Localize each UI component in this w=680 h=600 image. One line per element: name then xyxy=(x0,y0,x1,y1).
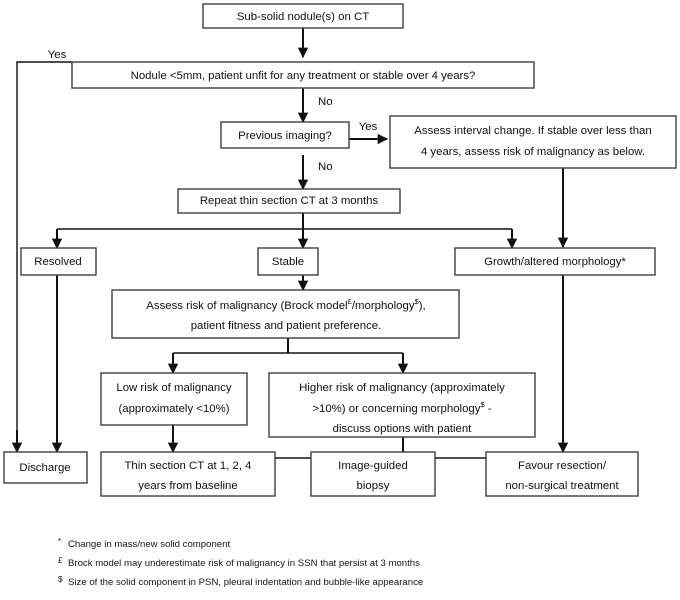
edge-label-no-prev: No xyxy=(318,161,333,173)
footnote-mark-asterisk: * xyxy=(58,537,61,546)
node-label-resect-line2: non-surgical treatment xyxy=(505,480,619,492)
node-label-thinct-line1: Thin section CT at 1, 2, 4 xyxy=(124,460,251,472)
node-label-start: Sub-solid nodule(s) on CT xyxy=(237,11,369,23)
assess-risk-sup-pound: £ xyxy=(348,297,353,306)
node-label-assess-risk-line2: patient fitness and patient preference. xyxy=(191,320,382,332)
footnotes: * Change in mass/new solid component £ B… xyxy=(58,537,423,588)
node-label-assess-interval-line2: 4 years, assess risk of malignancy as be… xyxy=(421,146,645,158)
node-assess-risk-malignancy: Assess risk of malignancy (Brock model£/… xyxy=(111,289,460,339)
node-image-guided-biopsy: Image-guided biopsy xyxy=(310,451,436,497)
node-label-highrisk-line2: >10%) or concerning morphology$ - xyxy=(312,400,492,416)
footnote-mark-dollar: $ xyxy=(58,575,63,584)
node-favour-resection: Favour resection/ non-surgical treatment xyxy=(485,451,639,497)
node-low-risk-malignancy: Low risk of malignancy (approximately <1… xyxy=(100,372,248,426)
footnote-text-dollar: Size of the solid component in PSN, pleu… xyxy=(68,577,423,588)
node-label-highrisk-line1: Higher risk of malignancy (approximately xyxy=(299,382,505,394)
node-label-assess-risk-line1: Assess risk of malignancy (Brock model£/… xyxy=(146,297,425,313)
node-label-lowrisk-line1: Low risk of malignancy xyxy=(116,382,232,394)
footnote-text-asterisk: Change in mass/new solid component xyxy=(68,539,230,550)
node-label-stable: Stable xyxy=(272,256,304,268)
assess-risk-part2: /morphology xyxy=(352,300,415,312)
node-label-thinct-line2: years from baseline xyxy=(138,480,237,492)
assess-risk-part1: Assess risk of malignancy (Brock model xyxy=(146,300,347,312)
node-label-repeat-ct: Repeat thin section CT at 3 months xyxy=(200,195,379,207)
node-label-previous-imaging: Previous imaging? xyxy=(238,130,332,142)
node-thin-section-ct-1-2-4-years: Thin section CT at 1, 2, 4 years from ba… xyxy=(100,451,276,497)
node-label-biopsy-line1: Image-guided xyxy=(338,460,408,472)
node-assess-interval-change: Assess interval change. If stable over l… xyxy=(389,115,677,169)
node-label-unfit: Nodule <5mm, patient unfit for any treat… xyxy=(131,70,476,82)
node-growth-altered-morphology: Growth/altered morphology* xyxy=(454,247,656,276)
node-sub-solid-nodule: Sub-solid nodule(s) on CT xyxy=(202,3,404,29)
highrisk-part1: >10%) or concerning morphology xyxy=(312,403,480,415)
node-nodule-unfit-decision: Nodule <5mm, patient unfit for any treat… xyxy=(71,61,535,89)
edge-label-yes-prev: Yes xyxy=(359,121,378,133)
edge-label-yes-left: Yes xyxy=(48,49,67,61)
node-label-assess-interval-line1: Assess interval change. If stable over l… xyxy=(414,125,651,137)
footnote-mark-pound: £ xyxy=(58,556,63,565)
node-label-resolved: Resolved xyxy=(34,256,82,268)
edge-unfit-yes-to-discharge xyxy=(16,61,72,448)
highrisk-sup-dollar: $ xyxy=(480,400,485,409)
node-discharge: Discharge xyxy=(3,451,88,484)
highrisk-part2: - xyxy=(485,403,492,415)
assess-risk-part3: ), xyxy=(419,300,426,312)
node-label-highrisk-line3: discuss options with patient xyxy=(333,423,472,435)
node-higher-risk-malignancy: Higher risk of malignancy (approximately… xyxy=(268,372,536,438)
assess-risk-sup-dollar: $ xyxy=(415,297,420,306)
edge-label-no-unfit: No xyxy=(318,96,333,108)
node-previous-imaging-decision: Previous imaging? xyxy=(220,121,350,149)
node-label-discharge: Discharge xyxy=(19,462,70,474)
node-label-lowrisk-line2: (approximately <10%) xyxy=(118,403,229,415)
node-stable: Stable xyxy=(257,247,319,276)
node-label-biopsy-line2: biopsy xyxy=(357,480,390,492)
node-label-resect-line1: Favour resection/ xyxy=(518,460,607,472)
node-resolved: Resolved xyxy=(20,247,97,276)
node-repeat-thin-section-ct: Repeat thin section CT at 3 months xyxy=(177,188,401,214)
footnote-text-pound: Brock model may underestimate risk of ma… xyxy=(68,558,420,569)
node-label-growth: Growth/altered morphology* xyxy=(484,256,626,268)
